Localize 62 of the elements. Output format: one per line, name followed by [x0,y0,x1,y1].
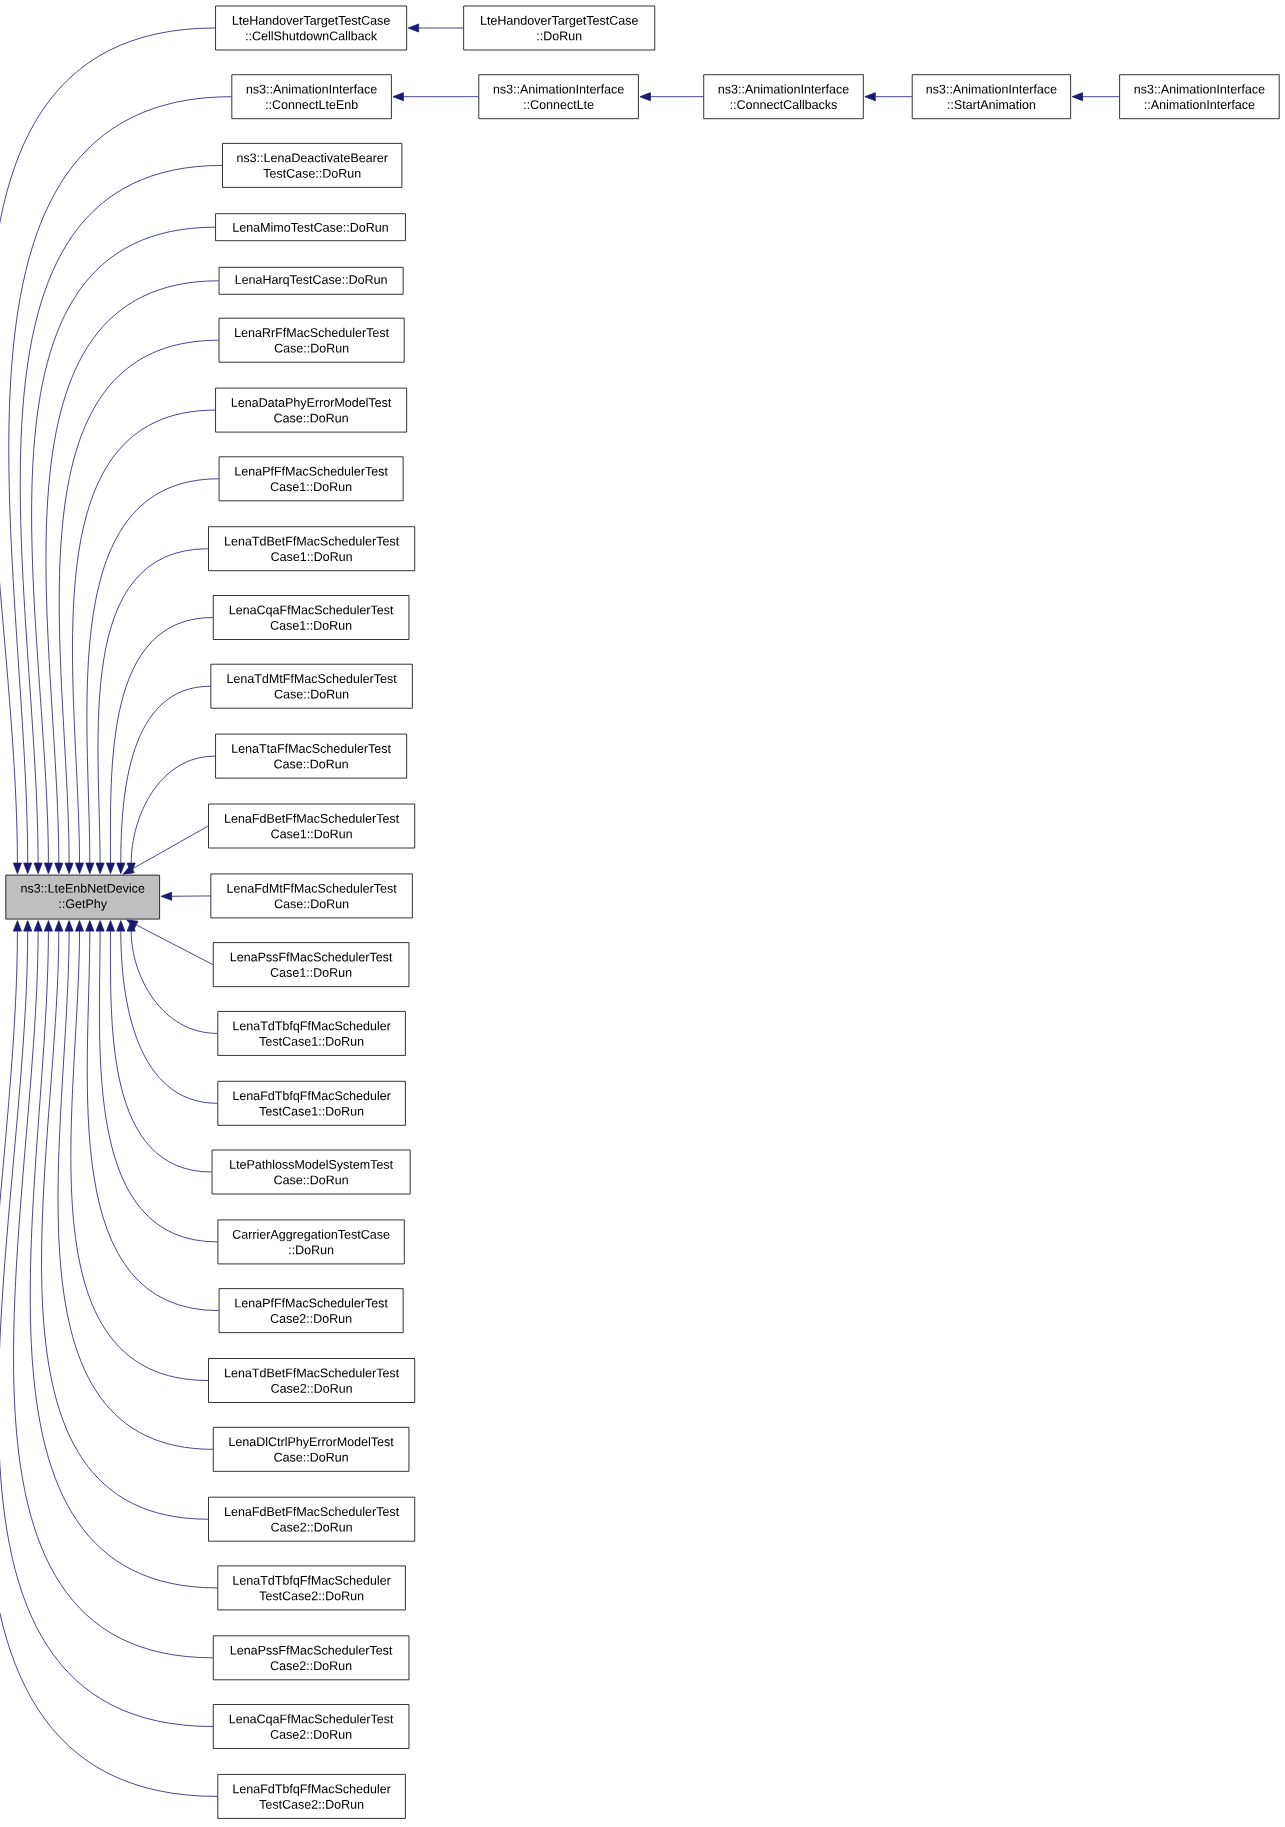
function-box: LenaFdTbfqFfMacScheduler TestCase2::DoRun [217,1774,406,1819]
function-box: LenaPfFfMacSchedulerTest Case2::DoRun [218,1288,404,1333]
arrow [29,920,218,1589]
arrow [106,920,213,1173]
function-box: LenaPfFfMacSchedulerTest Case1::DoRun [218,456,404,502]
arrow [126,919,214,965]
function-box: ns3::LenaDeactivateBearer TestCase::DoRun [222,143,403,188]
function-box: CarrierAggregationTestCase ::DoRun [217,1219,405,1265]
function-box: LenaMimoTestCase::DoRun [215,213,406,242]
function-box: LenaCqaFfMacSchedulerTest Case1::DoRun [212,595,410,640]
arrow [392,92,479,102]
function-box: LenaDataPhyErrorModelTest Case::DoRun [215,387,408,433]
arrow [59,339,219,874]
arrow [864,92,913,102]
function-box: LenaTdTbfqFfMacScheduler TestCase1::DoRun [217,1011,406,1056]
arrow [19,165,223,874]
function-box: LenaCqaFfMacSchedulerTest Case2::DoRun [212,1704,410,1749]
function-box: LenaFdTbfqFfMacScheduler TestCase1::DoRun [217,1080,406,1126]
function-box: ns3::AnimationInterface ::ConnectLteEnb [231,74,392,120]
function-box: ns3::AnimationInterface ::StartAnimation [911,74,1071,120]
arrow [85,920,220,1311]
function-box: ns3::LteEnbNetDevice ::GetPhy [5,874,160,920]
function-box: LenaFdMtFfMacSchedulerTest Case::DoRun [210,873,413,919]
arrow [160,891,211,901]
function-box: LenaPssFfMacSchedulerTest Case2::DoRun [212,1635,410,1681]
arrow [0,27,216,874]
arrow [8,96,232,874]
arrow [72,409,216,874]
function-box: ns3::AnimationInterface ::ConnectLte [478,74,639,120]
arrow [95,920,218,1243]
arrow [126,920,218,1034]
function-box: ns3::AnimationInterface ::AnimationInterface [1119,74,1280,120]
arrow [639,92,704,102]
arrow [1071,92,1120,102]
function-box: LenaTdBetFfMacSchedulerTest Case1::DoRun [208,526,416,572]
arrow [106,617,214,874]
function-box: LteHandoverTargetTestCase ::DoRun [463,5,656,51]
function-box: LenaDlCtrlPhyErrorModelTest Case::DoRun [212,1426,410,1472]
arrow [116,685,211,874]
arrow [95,548,209,874]
arrow [116,920,218,1104]
function-box: ns3::AnimationInterface ::ConnectCallbacks [703,74,864,120]
arrow [85,478,220,874]
arrow [407,23,464,33]
function-box: LenaRrFfMacSchedulerTest Case::DoRun [218,317,405,363]
function-box: LenaFdBetFfMacSchedulerTest Case2::DoRun [208,1496,416,1542]
function-box: LenaTtaFfMacSchedulerTest Case::DoRun [215,733,408,779]
function-box: LenaFdBetFfMacSchedulerTest Case1::DoRun [208,803,416,849]
function-box: LenaTdMtFfMacSchedulerTest Case::DoRun [210,663,413,709]
function-box: LtePathlossModelSystemTest Case::DoRun [211,1149,411,1195]
arrow [31,226,216,874]
arrow [45,280,220,874]
arrow [70,920,209,1381]
function-box: LenaTdBetFfMacSchedulerTest Case2::DoRun [208,1358,416,1403]
function-box: LenaPssFfMacSchedulerTest Case1::DoRun [212,942,410,987]
function-box: LenaTdTbfqFfMacScheduler TestCase2::DoRun [217,1565,406,1611]
function-box: LenaHarqTestCase::DoRun [218,266,404,295]
function-box: LteHandoverTargetTestCase ::CellShutdownCallback [215,5,408,51]
arrow [57,920,214,1450]
arrow [41,920,209,1520]
arrow [122,825,209,875]
arrow [126,755,216,874]
